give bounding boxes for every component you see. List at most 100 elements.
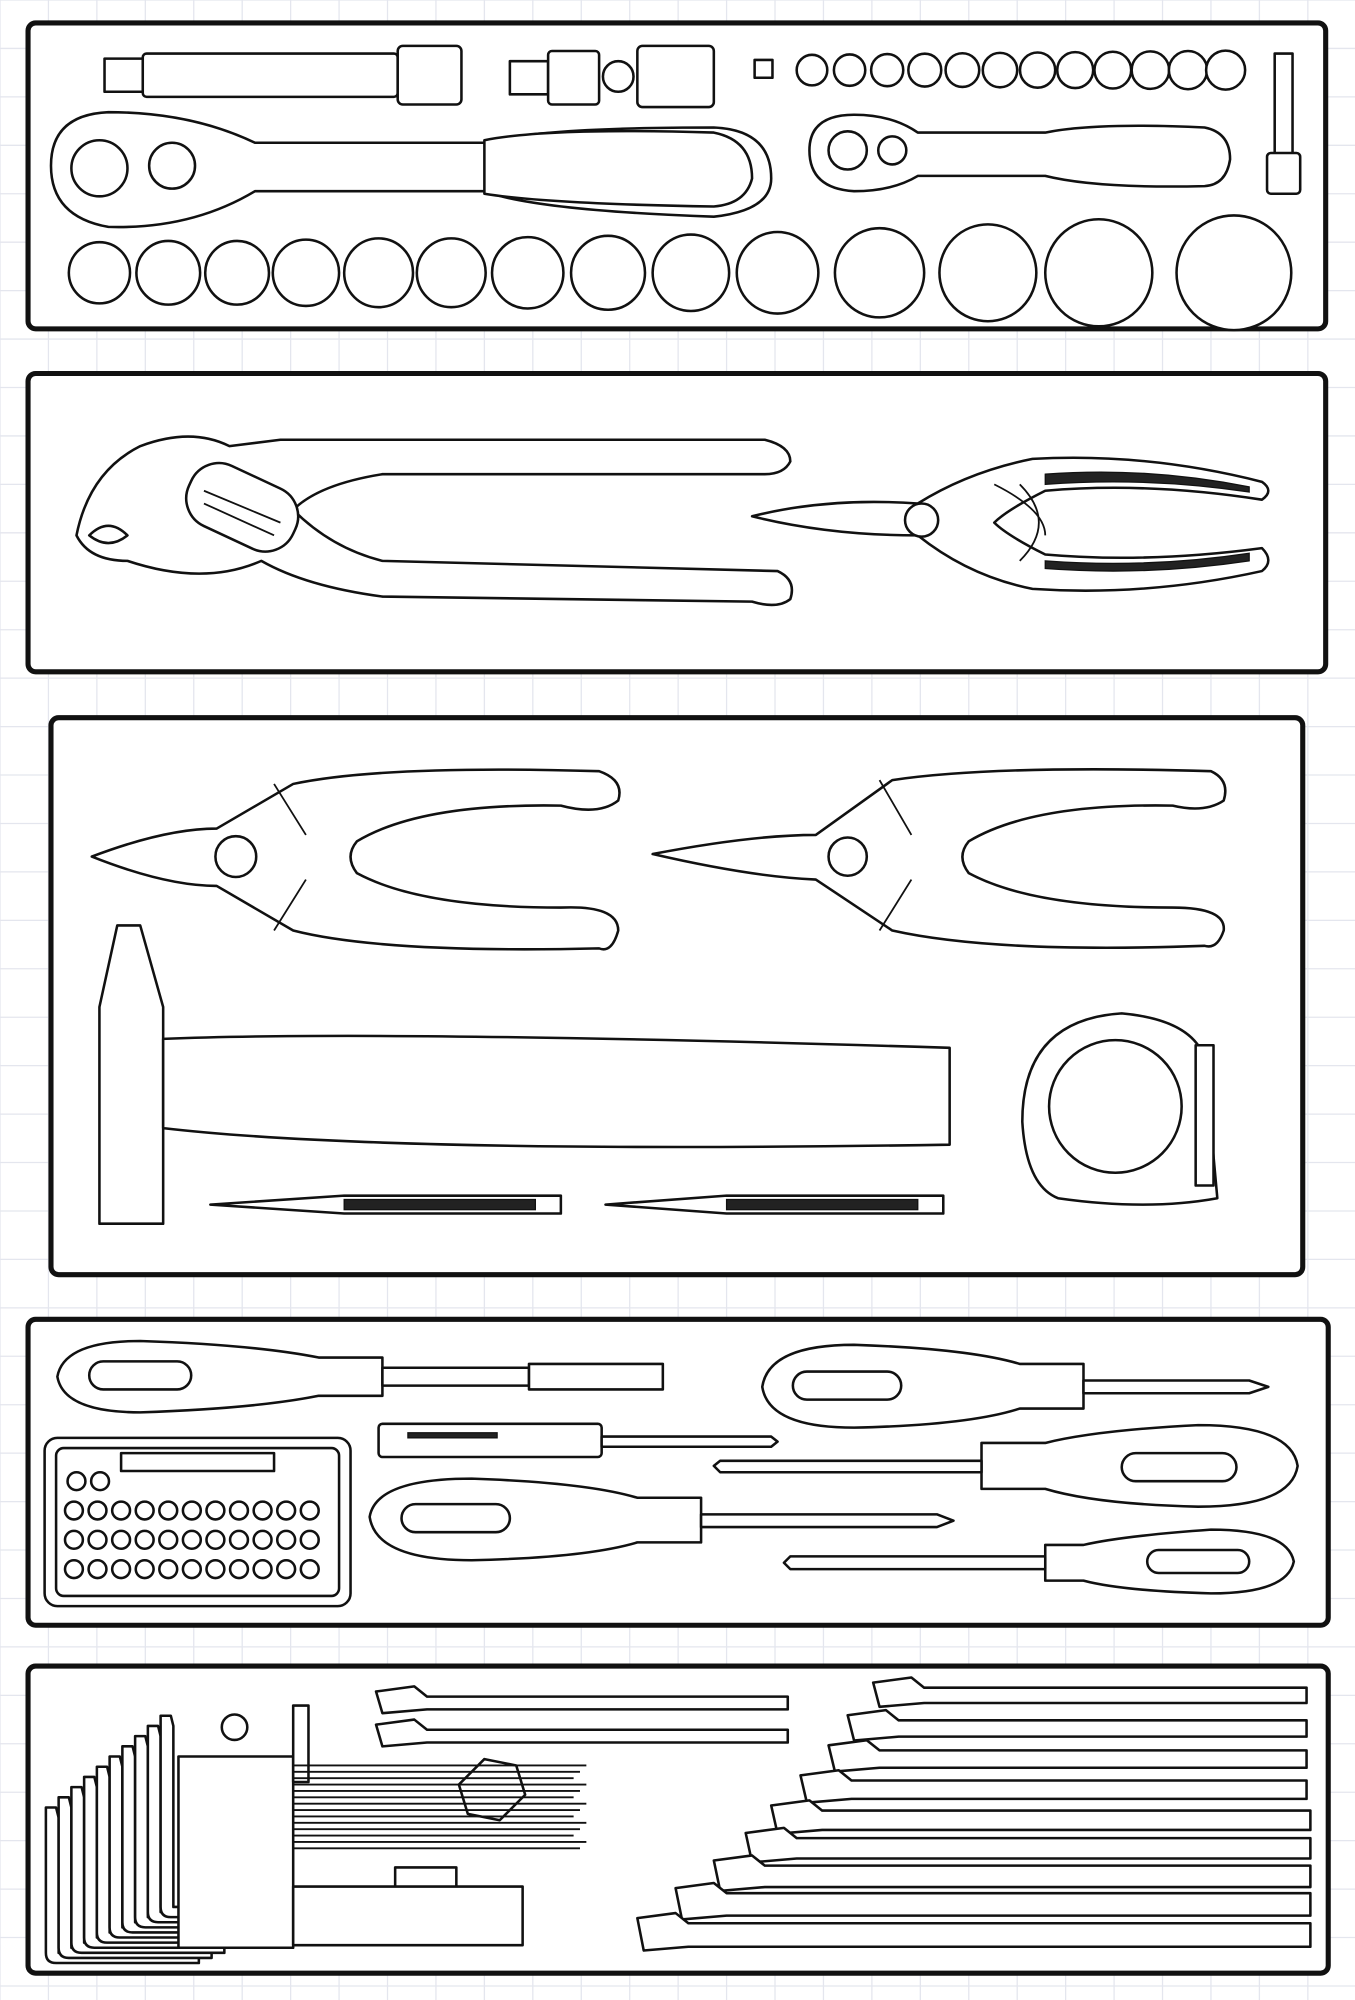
bit-holder-icon: [43, 1436, 352, 1608]
socket-icon: [833, 226, 926, 319]
socket-row-small: [753, 49, 1247, 91]
socket-icon: [753, 58, 774, 80]
bit-icon: [87, 1558, 108, 1580]
spanner-icon: [712, 1854, 1312, 1893]
bit-icon: [63, 1500, 85, 1521]
socket-icon: [735, 230, 820, 315]
bit-icon: [134, 1500, 155, 1521]
voltage-tester-icon: [377, 1422, 779, 1459]
tape-measure-icon: [1021, 1012, 1219, 1206]
bit-icon: [87, 1500, 108, 1521]
combination-pliers-icon: [90, 768, 621, 951]
bit-icon: [66, 1470, 87, 1492]
socket-icon: [981, 51, 1019, 89]
socket-icon: [569, 234, 647, 312]
socket-icon: [1167, 49, 1209, 91]
socket-icon: [490, 235, 565, 310]
bit-icon: [110, 1500, 132, 1521]
bit-icon: [228, 1529, 250, 1551]
socket-icon: [1130, 50, 1171, 91]
socket-icon: [869, 52, 905, 88]
bit-adapter-icon: [1265, 52, 1302, 196]
socket-icon: [271, 238, 341, 308]
bit-icon: [158, 1529, 179, 1551]
bit-icon: [181, 1558, 203, 1580]
bit-icon: [134, 1529, 155, 1551]
universal-joint-icon: [508, 44, 716, 109]
bit-icon: [252, 1529, 273, 1551]
socket-icon: [67, 240, 132, 305]
pliers-snips-tray: [25, 370, 1329, 675]
socket-icon: [415, 237, 487, 309]
bit-icon: [134, 1558, 155, 1580]
bit-icon: [181, 1500, 203, 1521]
socket-icon: [938, 223, 1038, 323]
hammer-icon: [98, 924, 951, 1225]
long-nose-pliers-icon: [651, 768, 1227, 949]
screwdriver-icon: [712, 1423, 1299, 1508]
socket-icon: [795, 53, 829, 87]
bit-icon: [228, 1558, 250, 1580]
socket-icon: [1175, 214, 1293, 332]
large-ratchet-icon: [49, 110, 773, 229]
chisel-icon: [209, 1194, 563, 1215]
socket-icon: [135, 239, 202, 306]
bit-icon: [205, 1558, 226, 1580]
bit-icon: [299, 1558, 320, 1580]
water-pump-pliers-icon: [75, 435, 794, 607]
screwdriver-icon: [56, 1339, 665, 1414]
socket-icon: [1043, 217, 1154, 328]
spanner-icon: [871, 1676, 1308, 1709]
bit-icon: [158, 1558, 179, 1580]
socket-icon: [1093, 50, 1133, 90]
bit-icon: [275, 1529, 297, 1551]
socket-icon: [203, 239, 271, 306]
screwdriver-icon: [782, 1528, 1296, 1595]
hex-key-wrench-tray: [25, 1663, 1331, 1976]
bit-icon: [158, 1500, 179, 1521]
bit-icon: [87, 1529, 108, 1551]
socket-tray: [25, 20, 1329, 332]
spanner-icon: [636, 1911, 1312, 1952]
socket-icon: [1018, 51, 1057, 89]
screwdriver-icon: [368, 1477, 955, 1562]
socket-icon: [907, 52, 943, 88]
bit-icon: [228, 1500, 250, 1521]
screwdriver-icon: [760, 1343, 1270, 1429]
spanner-icon: [799, 1769, 1308, 1804]
bit-icon: [275, 1558, 297, 1580]
socket-icon: [832, 53, 867, 88]
socket-icon: [651, 233, 731, 313]
bit-icon: [205, 1500, 226, 1521]
bit-icon: [299, 1500, 320, 1521]
bit-icon: [275, 1500, 297, 1521]
bit-icon: [181, 1529, 203, 1551]
bit-icon: [252, 1558, 273, 1580]
socket-icon: [1204, 49, 1247, 91]
spanner-icon: [827, 1738, 1308, 1773]
socket-icon: [342, 237, 415, 309]
bit-icon: [205, 1529, 226, 1551]
socket-icon: [1055, 50, 1095, 90]
bit-icon: [252, 1500, 273, 1521]
pliers-hammer-tray: [48, 715, 1306, 1278]
bit-icon: [63, 1558, 85, 1580]
spanner-icon: [374, 1685, 790, 1715]
spanner-set: [374, 1676, 1312, 1952]
bit-icon: [63, 1529, 85, 1551]
small-ratchet-icon: [808, 113, 1232, 193]
bit-icon: [110, 1558, 132, 1580]
spanner-icon: [374, 1718, 790, 1748]
socket-icon: [944, 52, 981, 89]
bit-icon: [89, 1470, 111, 1492]
extension-bar-icon: [103, 44, 463, 106]
spanner-icon: [674, 1881, 1312, 1921]
aviation-snips-icon: [750, 456, 1270, 592]
hex-key-holder-icon: [177, 1704, 587, 1950]
screwdriver-tray: [25, 1316, 1331, 1628]
socket-row-large: [67, 214, 1293, 332]
punch-icon: [604, 1194, 945, 1215]
bit-icon: [299, 1529, 320, 1551]
bit-icon: [110, 1529, 132, 1551]
